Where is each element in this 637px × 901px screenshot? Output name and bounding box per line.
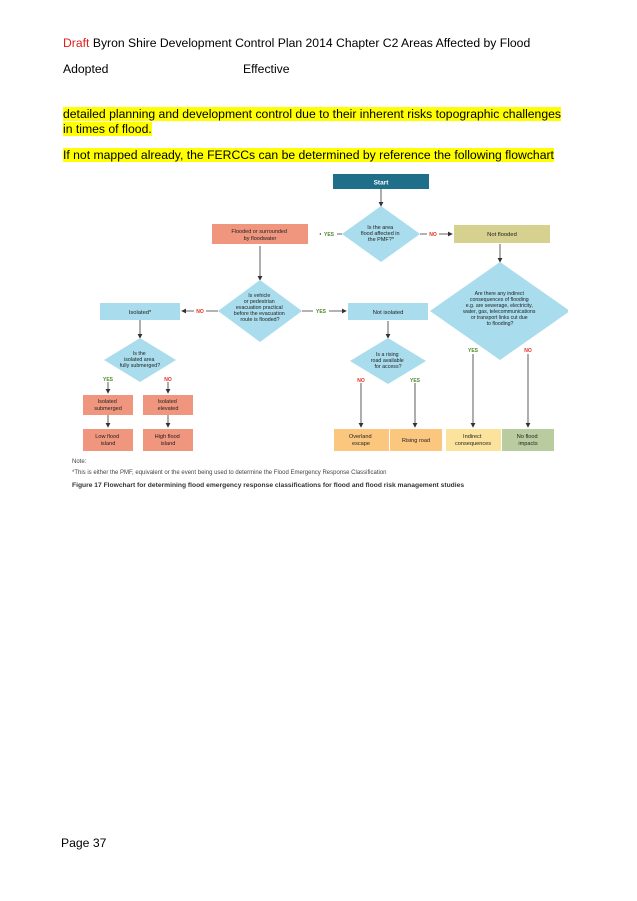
decision-rising-road bbox=[350, 338, 426, 384]
yes-label-affected: YES bbox=[324, 232, 335, 238]
flooded-text: Flooded or surrounded by floodwater bbox=[231, 229, 288, 242]
rising-road-box bbox=[390, 429, 442, 451]
isolated-submerged-box bbox=[83, 395, 133, 415]
high-flood-island-text: High flood island bbox=[155, 434, 182, 447]
yes-label-indirect: YES bbox=[468, 348, 479, 354]
decision-evacuation-text: Is vehicle or pedestrian evacuation prac… bbox=[234, 293, 286, 323]
no-label-evacuation: NO bbox=[196, 309, 204, 315]
indirect-consequences-box bbox=[446, 429, 501, 451]
no-flood-impacts-text: No flood impacts bbox=[517, 434, 539, 447]
decision-indirect-text: Are there any indirect consequences of f… bbox=[463, 291, 537, 327]
note-label: Note: bbox=[72, 459, 87, 465]
no-flood-impacts-box bbox=[502, 429, 554, 451]
low-flood-island-box bbox=[83, 429, 133, 451]
not-flooded-box bbox=[454, 225, 550, 243]
overland-escape-text: Overland escape bbox=[349, 434, 373, 447]
yes-label-submerged: YES bbox=[103, 377, 114, 383]
isolated-box bbox=[100, 303, 180, 320]
flooded-box bbox=[212, 224, 308, 244]
low-flood-island-text: Low flood island bbox=[95, 434, 121, 447]
rising-road-label: Rising road bbox=[402, 438, 430, 444]
draft-label: Draft bbox=[63, 36, 90, 50]
no-label-rising: NO bbox=[357, 378, 365, 384]
document-header: Draft Byron Shire Development Control Pl… bbox=[63, 36, 530, 50]
start-label: Start bbox=[374, 180, 390, 187]
indirect-consequences-text: Indirect consequences bbox=[455, 434, 491, 447]
decision-indirect bbox=[430, 262, 568, 360]
start-box bbox=[333, 174, 429, 189]
document-title: Byron Shire Development Control Plan 201… bbox=[92, 36, 531, 50]
no-label-submerged: NO bbox=[164, 377, 172, 383]
high-flood-island-box bbox=[143, 429, 193, 451]
not-isolated-box bbox=[348, 303, 428, 320]
decision-flood-affected-text: Is the area flood affected in the PMF?* bbox=[361, 225, 401, 243]
yes-label-rising: YES bbox=[410, 378, 421, 384]
paragraph-1: detailed planning and development contro… bbox=[63, 107, 561, 136]
adopted-label: Adopted bbox=[63, 62, 109, 76]
not-flooded-label: Not flooded bbox=[487, 232, 517, 238]
no-label-indirect: NO bbox=[524, 348, 532, 354]
figure-caption: Figure 17 Flowchart for determining floo… bbox=[72, 482, 465, 489]
not-isolated-label: Not isolated bbox=[373, 310, 404, 316]
decision-evacuation bbox=[218, 280, 302, 342]
isolated-submerged-text: Isolated submerged bbox=[94, 399, 122, 412]
decision-flood-affected bbox=[342, 206, 420, 262]
no-label-affected: NO bbox=[429, 232, 437, 238]
effective-label: Effective bbox=[243, 62, 290, 76]
decision-rising-road-text: Is a rising road available for access? bbox=[371, 352, 405, 370]
isolated-elevated-box bbox=[143, 395, 193, 415]
page-number: Page 37 bbox=[61, 836, 107, 850]
isolated-label: Isolated* bbox=[129, 310, 152, 316]
yes-label-evacuation: YES bbox=[316, 309, 327, 315]
isolated-elevated-text: Isolated elevated bbox=[158, 399, 179, 412]
note-text: *This is either the PMF, equivalent or t… bbox=[72, 470, 387, 476]
paragraph-2: If not mapped already, the FERCCs can be… bbox=[63, 148, 554, 162]
flood-flowchart: Start Is the area flood affected in the … bbox=[83, 174, 568, 451]
decision-submerged bbox=[104, 338, 176, 382]
decision-submerged-text: Is the isolated area fully submerged? bbox=[120, 351, 160, 369]
overland-escape-box bbox=[334, 429, 389, 451]
